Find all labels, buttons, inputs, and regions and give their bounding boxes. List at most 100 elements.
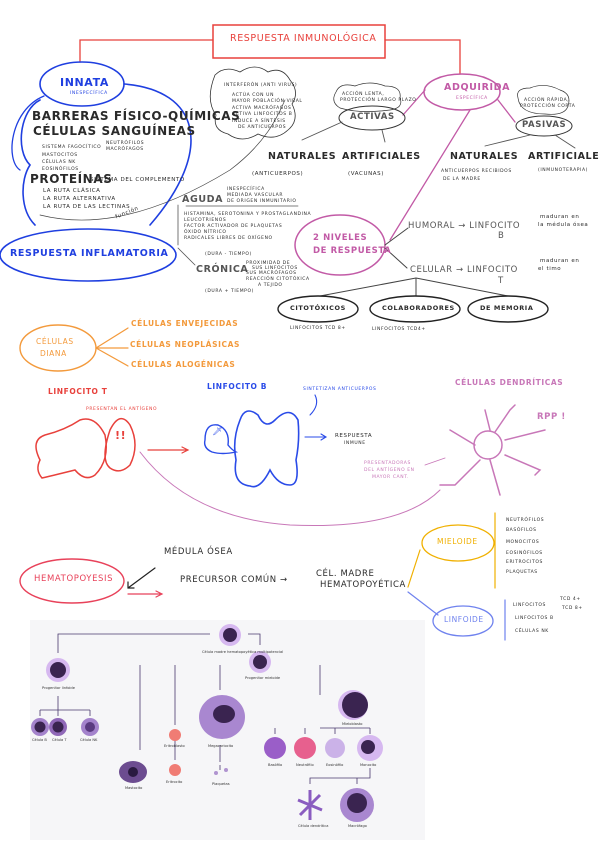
mieloide-item: neutrófilos — [506, 518, 545, 523]
celular-label: Celular → Linfocito — [410, 265, 518, 275]
celulas-item: mastocitos — [42, 153, 78, 158]
linfoide-link — [407, 591, 506, 641]
linfoide-t: TCD 8+ — [562, 606, 583, 611]
diana-item: Células alogénicas — [131, 360, 236, 369]
interferon-line: induce a síntesis — [232, 119, 286, 124]
hematopoyesis-label: Hematopoyesis — [34, 574, 114, 584]
respuesta-label: inmune — [344, 441, 366, 446]
linfocito-t-cell — [35, 418, 107, 479]
diana-links — [95, 327, 129, 367]
activas-note: acción lenta, — [342, 92, 385, 97]
rpp-label: RPP ! — [537, 412, 566, 422]
cell-eritroblasto — [169, 729, 181, 741]
linfoide-node — [432, 605, 494, 637]
proteinas-item: la ruta alternativa — [43, 196, 116, 202]
adquirida-label: Adquirida — [444, 82, 511, 93]
pasivas-naturales-note: de la madre — [443, 177, 481, 182]
cronica-trait: proximidad de — [246, 261, 291, 266]
linfoide-item: células NK — [515, 629, 549, 634]
proteinas-sub: sistema del complemento — [90, 177, 185, 183]
interferon-line: actúa con un — [232, 93, 275, 98]
niveles-links — [319, 227, 509, 297]
cronica-duracion: (dura + tiempo) — [205, 289, 254, 294]
hema-arrow — [127, 590, 164, 598]
cell-eosinofilo — [325, 738, 345, 758]
figure-label: Célula madre hematopoyética multipotenci… — [202, 650, 284, 654]
figure-label: Plaquetas — [212, 782, 230, 786]
pasivas-links — [484, 134, 576, 149]
dendriticas-label: Células dendríticas — [455, 378, 564, 387]
linfocito-b-cell — [233, 410, 300, 488]
interferon-line: activa linfocitos B — [232, 112, 293, 117]
arrow-b-to-respuesta — [304, 394, 328, 441]
pasivas-artificiales-note: (inmunoterapia) — [538, 168, 589, 173]
celulas-item: células NK — [42, 160, 76, 165]
hematopoiesis-figure: Célula madre hematopoyética multipotenci… — [30, 620, 425, 840]
mieloide-item: eosinófilos — [506, 551, 543, 556]
aguda-item: factor activador de plaquetas — [184, 224, 283, 229]
diana-item: Células neoplásicas — [130, 340, 240, 349]
innata-sub: inespecífica — [70, 91, 108, 96]
presentan-label: presentan el antígeno — [86, 407, 158, 412]
hematopoyesis-node — [19, 558, 125, 604]
niveles-node — [294, 214, 386, 276]
sintetizan-label: sintetizan anticuerpos — [303, 387, 377, 392]
presentadoras-label: del antígeno en — [364, 468, 415, 473]
colaboradores-label: Colaboradores — [382, 304, 455, 312]
innata-to-barreras — [11, 95, 45, 171]
aguda-item: radicales libres de oxígeno — [184, 236, 273, 241]
figure-label: Célula T — [52, 738, 67, 742]
cell-neutrofilo — [294, 737, 316, 759]
figure-label: Macrófago — [348, 824, 367, 828]
aguda-trait: mediada vascular — [227, 193, 284, 198]
colaboradores-node — [369, 295, 461, 323]
figure-label: Eritrocito — [166, 780, 183, 784]
presentadoras-label: presentadoras — [364, 461, 411, 466]
proteinas-item: la ruta clásica — [43, 188, 101, 194]
barreras-label: Barreras físico-químicas — [32, 109, 241, 123]
interferon-line: de anticuerpos — [238, 125, 287, 130]
celular-note: el timo — [538, 266, 562, 272]
activas-links — [301, 121, 386, 143]
aguda-item: histamina, serotonina y prostaglandina — [184, 212, 312, 217]
humoral-label: Humoral → Linfocito — [408, 221, 521, 231]
humoral-note: maduran en — [540, 214, 580, 220]
diana-item: Células envejecidas — [131, 319, 239, 328]
figure-label: Eosinófilo — [326, 763, 344, 767]
linfoide-linfocitos: linfocitos — [513, 603, 546, 608]
pasivas-naturales-note: anticuerpos recibidos — [441, 169, 512, 174]
activas-label: Activas — [350, 112, 395, 122]
humoral-note: la médula ósea — [538, 222, 589, 228]
activas-cloud — [333, 82, 402, 112]
pasivas-note: acción rápida, — [524, 98, 570, 103]
medula-label: Médula ósea — [164, 547, 233, 557]
celular-note: maduran en — [540, 258, 580, 264]
cronica-label: Crónica — [196, 264, 249, 275]
mieloide-link — [407, 512, 496, 589]
figure-connectors — [39, 633, 371, 784]
pasivas-cloud — [517, 85, 570, 115]
cell-eritrocito — [169, 764, 181, 776]
pasivas-node — [515, 115, 573, 137]
linfoide-t: TCD 4+ — [560, 597, 581, 602]
dendritic-to-t-arc — [139, 451, 441, 527]
arrow-t-to-b — [147, 446, 190, 454]
funcion-line — [39, 99, 286, 221]
diana-label: Células — [36, 337, 74, 346]
cronica-trait: sus linfocitos — [252, 266, 298, 271]
activas-naturales: Naturales — [268, 151, 337, 162]
humoral-letter: B — [498, 231, 505, 241]
activas-naturales-note: (anticuerpos) — [252, 171, 304, 177]
figure-label: Célula B — [32, 738, 47, 742]
interferon-line: activa macrófagos — [232, 106, 292, 111]
memoria-node — [467, 295, 549, 323]
dendritic-cell — [439, 404, 546, 496]
mieloide-node — [421, 524, 495, 562]
figure-label: Mastocito — [125, 786, 143, 790]
activas-artificiales-note: (vacunas) — [348, 171, 385, 177]
sword-icon: 🗡 — [212, 427, 224, 437]
activas-note: protección largo plazo — [340, 98, 417, 103]
inflamatoria-node — [0, 228, 177, 282]
